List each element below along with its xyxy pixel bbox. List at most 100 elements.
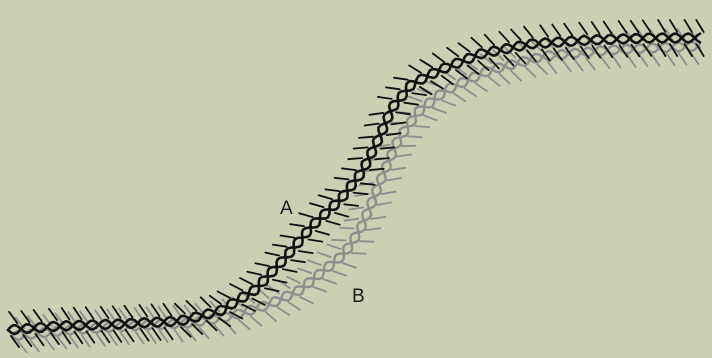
side-tick <box>667 54 675 66</box>
side-tick <box>431 81 443 88</box>
side-tick <box>500 74 510 84</box>
side-tick <box>163 304 171 316</box>
side-tick <box>333 271 346 276</box>
side-tick <box>251 316 262 325</box>
side-tick <box>349 208 363 210</box>
side-tick <box>485 35 495 45</box>
side-tick <box>371 217 385 219</box>
side-tick <box>453 93 465 101</box>
side-tick <box>300 297 313 303</box>
side-tick <box>471 38 481 47</box>
side-tick <box>563 60 571 71</box>
side-tick <box>537 64 547 74</box>
side-tick <box>359 137 373 138</box>
curve-a-label: A <box>280 198 293 219</box>
side-tick <box>247 272 261 275</box>
side-tick <box>265 253 279 256</box>
side-tick <box>326 221 340 225</box>
side-tick <box>592 22 600 34</box>
side-tick <box>394 78 408 80</box>
side-tick <box>87 331 95 343</box>
side-tick <box>464 88 476 96</box>
side-tick <box>548 62 556 73</box>
side-tick <box>526 67 536 77</box>
side-tick <box>319 195 333 199</box>
side-tick <box>586 58 594 69</box>
side-tick <box>631 21 639 33</box>
side-tick <box>201 297 211 307</box>
side-tick <box>670 20 677 32</box>
side-tick <box>239 320 250 329</box>
side-tick <box>74 308 82 320</box>
side-tick <box>335 213 348 217</box>
side-tick <box>409 65 421 72</box>
side-tick <box>299 251 313 253</box>
side-tick <box>475 83 487 91</box>
side-tick <box>365 124 379 126</box>
side-tick <box>126 330 134 342</box>
side-tick <box>344 219 358 221</box>
side-tick <box>574 59 582 70</box>
side-tick <box>380 147 394 148</box>
side-tick <box>540 25 548 36</box>
side-tick <box>310 203 324 207</box>
side-tick <box>370 169 384 170</box>
side-tick <box>136 332 144 344</box>
side-tick <box>343 263 356 268</box>
side-tick <box>175 330 183 342</box>
side-tick <box>240 278 252 284</box>
side-tick <box>325 189 339 191</box>
side-tick <box>397 155 411 157</box>
side-tick <box>619 21 627 33</box>
side-tick <box>352 253 366 254</box>
side-tick <box>281 236 295 238</box>
side-tick <box>230 284 242 290</box>
side-tick <box>308 260 321 265</box>
side-tick <box>685 20 692 32</box>
side-tick <box>255 263 269 266</box>
side-tick <box>114 330 122 342</box>
side-tick <box>628 55 636 67</box>
side-tick <box>97 334 105 345</box>
side-tick <box>134 308 142 320</box>
side-tick <box>287 277 300 283</box>
side-tick <box>652 54 660 66</box>
side-tick <box>316 231 330 235</box>
side-tick <box>265 312 276 321</box>
side-tick <box>101 307 109 319</box>
side-tick <box>564 24 572 35</box>
side-tick <box>412 93 426 95</box>
side-tick <box>643 20 651 32</box>
side-tick <box>601 57 609 68</box>
side-tick <box>165 328 173 340</box>
side-tick <box>367 228 381 230</box>
side-tick <box>424 115 437 120</box>
side-tick <box>604 22 612 34</box>
side-tick <box>277 307 289 315</box>
side-tick <box>409 97 422 102</box>
side-tick <box>378 97 392 99</box>
side-tick <box>46 339 55 350</box>
side-tick <box>332 240 346 241</box>
side-tick <box>433 108 446 113</box>
side-tick <box>290 224 304 226</box>
side-tick <box>348 158 362 159</box>
side-tick <box>524 27 533 38</box>
side-tick <box>360 241 374 242</box>
curve-b-label: B <box>352 286 365 307</box>
side-tick <box>283 269 297 272</box>
side-tick <box>82 335 90 346</box>
side-tick <box>335 178 349 180</box>
side-tick <box>309 240 323 242</box>
side-tick <box>323 279 336 284</box>
side-tick <box>404 103 418 105</box>
side-tick <box>552 25 560 36</box>
side-tick <box>447 48 458 56</box>
side-tick <box>420 60 432 67</box>
side-tick <box>499 32 509 42</box>
side-tick <box>342 168 356 170</box>
side-tick <box>218 292 230 298</box>
side-tick <box>354 193 368 195</box>
